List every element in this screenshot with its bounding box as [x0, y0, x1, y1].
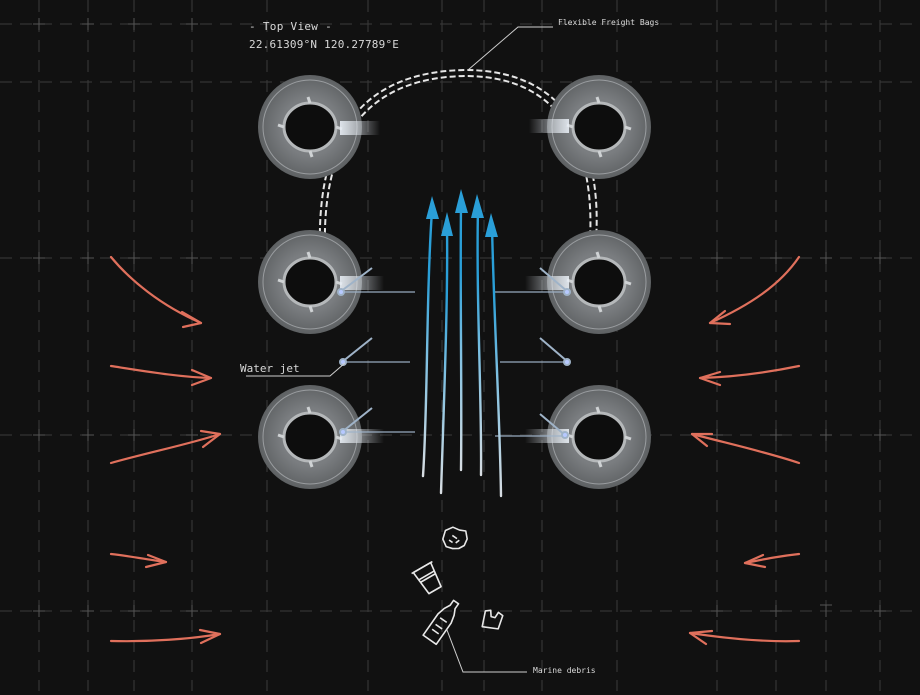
crumpled-paper-icon — [442, 526, 468, 550]
inflow-arrows-right — [688, 255, 801, 646]
plastic-cup-icon — [411, 560, 442, 595]
leader-lines — [246, 26, 553, 673]
grid-crosses — [33, 18, 886, 617]
marine-debris — [411, 526, 504, 646]
page-title: - Top View - — [249, 20, 333, 33]
buoy-mid-left — [258, 230, 384, 334]
flexible-freight-bags — [318, 68, 598, 253]
buoy-mid-right — [525, 230, 651, 334]
freight-bags-label: Flexible Freight Bags — [558, 18, 660, 27]
gps-coordinates: 22.61309°N 120.27789°E — [249, 38, 400, 51]
plastic-bottle-icon — [422, 599, 460, 646]
buoy-bottom-right — [525, 385, 651, 489]
buoy-top-right — [529, 75, 651, 179]
water-jets — [337, 267, 571, 439]
buoy-bottom-left — [258, 385, 384, 489]
marine-debris-label: Marine debris — [533, 666, 596, 675]
inflow-arrows-left — [109, 255, 222, 645]
water-jet-label: Water jet — [240, 362, 300, 375]
plastic-bag-icon — [481, 609, 504, 630]
flow-arrowheads — [426, 189, 498, 237]
buoy-top-left — [258, 75, 380, 179]
flow-arrows — [421, 203, 503, 498]
